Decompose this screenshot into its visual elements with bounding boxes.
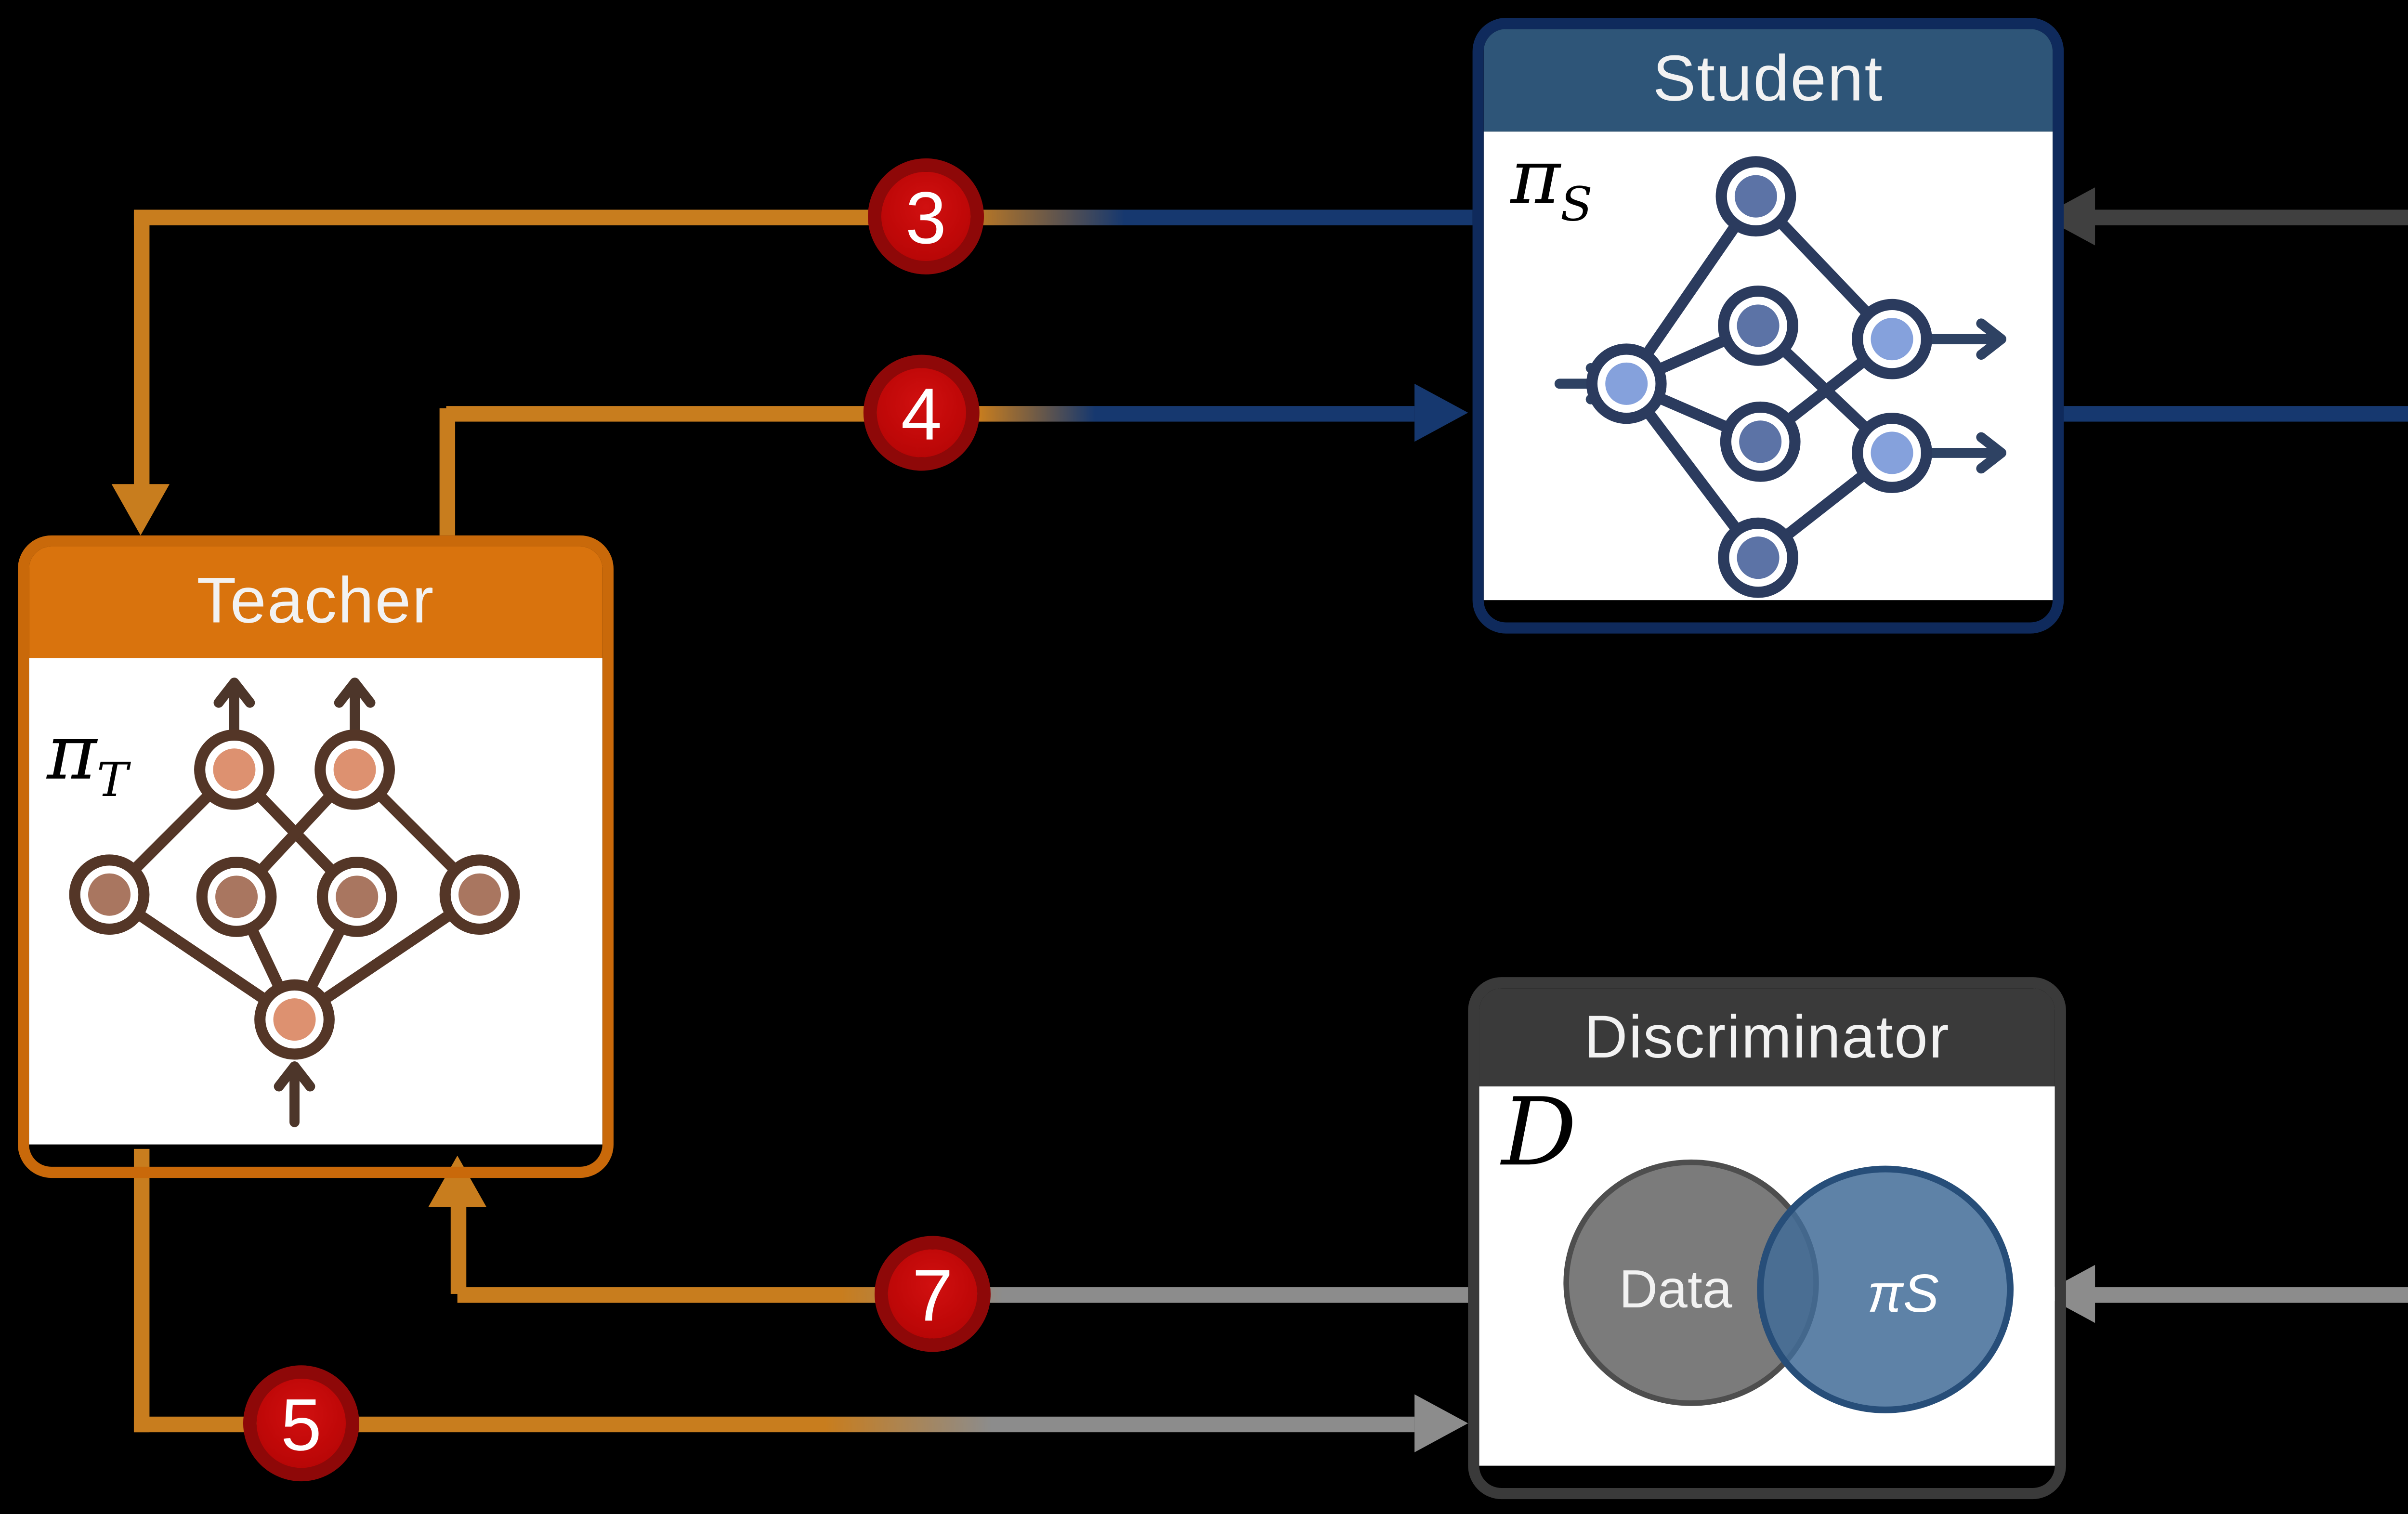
discriminator-box: Discriminator D Data πS — [1468, 977, 2066, 1500]
arrow-5-vertical — [132, 1149, 149, 1431]
teacher-network-icon — [69, 678, 520, 1127]
student-title: Student — [1483, 29, 2053, 132]
arrow-7-vertical — [449, 1200, 465, 1294]
student-box: Student πS — [1472, 18, 2064, 634]
badge-7: 7 — [875, 1236, 991, 1352]
arrow-3-head-icon — [110, 484, 169, 535]
arrow-7-head-icon — [427, 1155, 485, 1207]
arrow-6-expert-to-disc — [2081, 1286, 2408, 1302]
student-body: πS — [1483, 131, 2053, 600]
student-policy-symbol: πS — [1510, 133, 1593, 232]
student-network-icon — [1554, 156, 2006, 598]
arrow-2-student-to-env — [2041, 405, 2408, 421]
venn-data-label: Data — [1619, 1259, 1732, 1319]
arrow-4-head-icon — [1414, 382, 1468, 441]
badge-5: 5 — [243, 1365, 359, 1482]
arrow-5-head-icon — [1414, 1393, 1468, 1451]
discriminator-title: Discriminator — [1479, 988, 2055, 1087]
arrow-3-vertical — [132, 212, 149, 489]
teacher-title: Teacher — [29, 547, 602, 658]
venn-pi-s-label: πS — [1867, 1263, 1939, 1323]
discriminator-venn-icon: Data πS — [1563, 1159, 2014, 1413]
teacher-box: Teacher πT — [18, 535, 614, 1178]
badge-4: 4 — [863, 354, 980, 471]
discriminator-symbol: D — [1501, 1077, 1577, 1187]
arrow-1-env-to-student — [2081, 209, 2408, 224]
arrow-4-vertical — [438, 408, 454, 535]
discriminator-body: D Data πS — [1479, 1077, 2055, 1466]
teacher-body: πT — [29, 658, 602, 1145]
arrow-3-student-to-teacher — [133, 209, 1473, 224]
badge-3: 3 — [868, 158, 984, 274]
teacher-policy-symbol: πT — [47, 709, 129, 808]
